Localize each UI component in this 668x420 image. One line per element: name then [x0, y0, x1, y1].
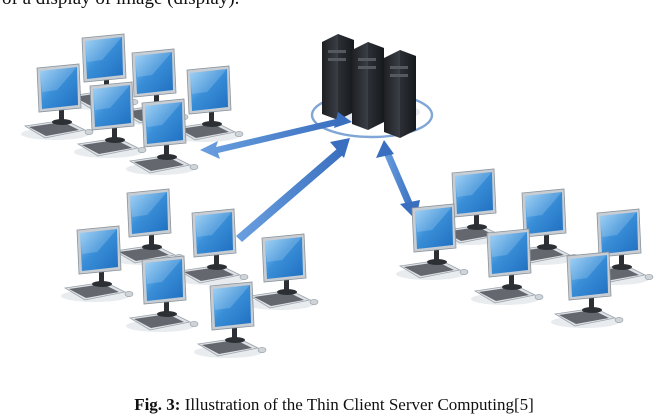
desktop-computer-icon [193, 281, 267, 359]
thin-client-network-illustration [20, 33, 654, 359]
client-group-bottom-left [60, 188, 319, 359]
connection-arrow-bottom-left [236, 138, 350, 242]
figure-caption-label: Fig. 3: [134, 395, 181, 414]
connection-arrow-top-left [200, 112, 352, 159]
desktop-computer-icon [175, 208, 249, 286]
preceding-text-fragment: of a display of image (display). [2, 0, 239, 10]
server-tower-icon [322, 34, 354, 120]
desktop-computer-icon [110, 188, 184, 266]
desktop-computer-icon [245, 233, 319, 311]
server-tower-icon [384, 50, 416, 138]
server-tower-icon [352, 42, 384, 130]
server-group [310, 34, 434, 139]
desktop-computer-icon [60, 225, 134, 303]
figure-caption-text: Illustration of the Thin Client Server C… [180, 395, 534, 414]
client-group-right [395, 168, 654, 329]
figure-caption: Fig. 3: Illustration of the Thin Client … [0, 395, 668, 415]
desktop-computer-icon [125, 255, 199, 333]
